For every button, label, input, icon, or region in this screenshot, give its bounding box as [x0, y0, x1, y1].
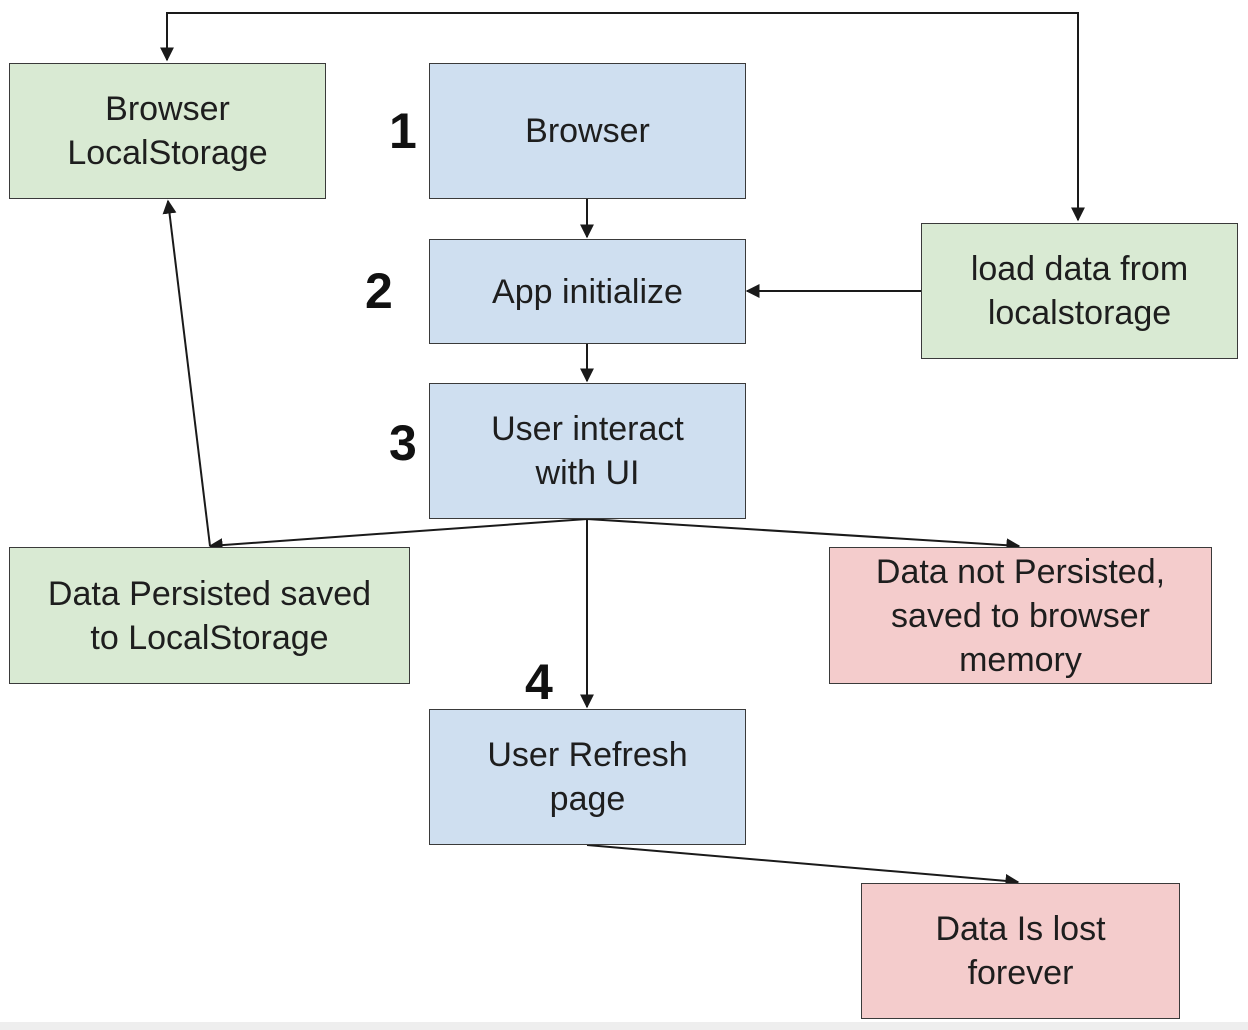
arrow-user-interact-to-data-not-persisted — [586, 518, 1021, 553]
step-number-2: 2 — [365, 263, 393, 319]
arrow-data-persisted-to-browser-localstorage — [162, 199, 211, 547]
node-data-not-persisted: Data not Persisted, saved to browser mem… — [829, 547, 1212, 684]
step-number-4: 4 — [525, 654, 553, 710]
node-user-interact: User interact with UI — [429, 383, 746, 519]
step-number-3: 3 — [389, 415, 417, 471]
node-load-data-from-localstorage: load data from localstorage — [921, 223, 1238, 359]
node-data-persisted: Data Persisted saved to LocalStorage — [9, 547, 410, 684]
node-browser: Browser — [429, 63, 746, 199]
node-browser-localstorage: Browser LocalStorage — [9, 63, 326, 199]
arrow-user-refresh-to-data-lost — [586, 844, 1020, 888]
bottom-edge-strip — [0, 1022, 1248, 1030]
node-user-refresh-page: User Refresh page — [429, 709, 746, 845]
arrow-load-data-to-browser-localstorage — [160, 12, 1085, 222]
step-number-1: 1 — [389, 103, 417, 159]
node-app-initialize: App initialize — [429, 239, 746, 344]
node-data-lost: Data Is lost forever — [861, 883, 1180, 1019]
arrow-user-interact-to-data-persisted — [208, 518, 588, 553]
